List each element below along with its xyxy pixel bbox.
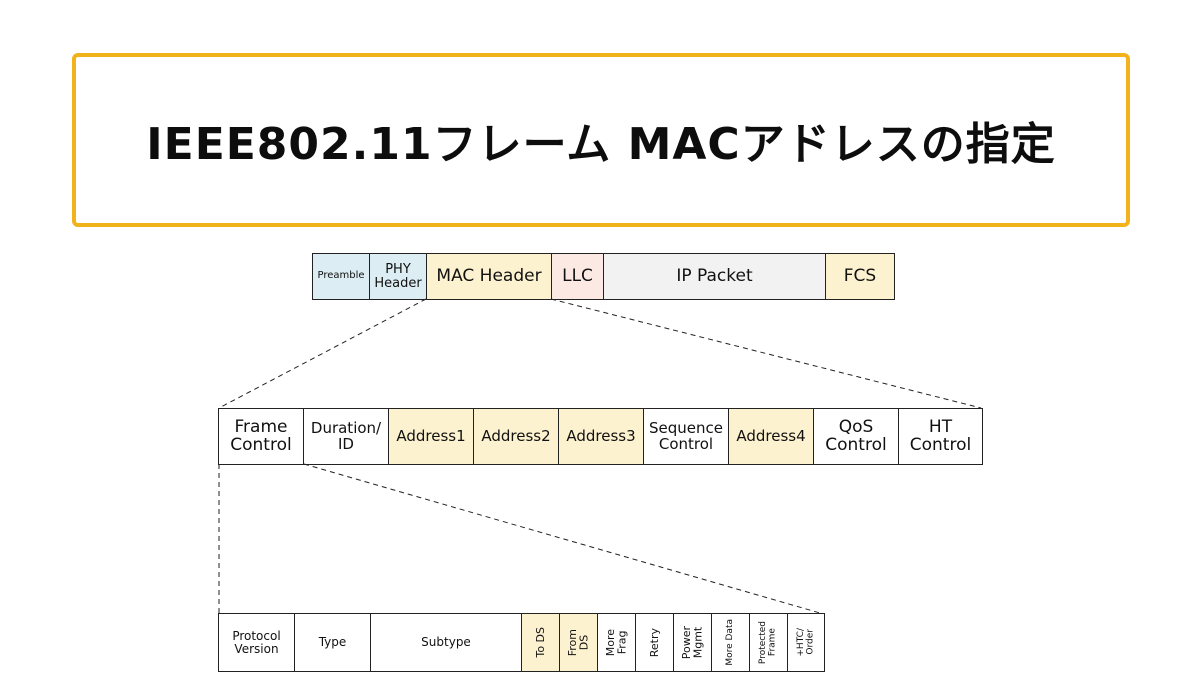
mac-header-left-line bbox=[218, 298, 427, 409]
field-ht-control: HT Control bbox=[899, 409, 983, 464]
field-more-frag: More Frag bbox=[598, 614, 636, 671]
mac-header-row: Frame Control Duration/ ID Address1 Addr… bbox=[218, 408, 983, 465]
field-address4: Address4 bbox=[729, 409, 814, 464]
page-title: IEEE802.11フレーム MACアドレスの指定 bbox=[146, 119, 1056, 170]
field-to-ds: To DS bbox=[522, 614, 560, 671]
title-box: IEEE802.11フレーム MACアドレスの指定 bbox=[72, 53, 1130, 227]
field-preamble: Preamble bbox=[313, 254, 370, 299]
field-address1: Address1 bbox=[389, 409, 474, 464]
frame-control-row: Protocol Version Type Subtype To DS From… bbox=[218, 613, 825, 672]
field-frame-control: Frame Control bbox=[219, 409, 304, 464]
field-htc-order: +HTC/ Order bbox=[788, 614, 825, 671]
field-address2: Address2 bbox=[474, 409, 559, 464]
field-phy-header: PHY Header bbox=[370, 254, 427, 299]
field-ip-packet: IP Packet bbox=[604, 254, 826, 299]
field-power-mgmt: Power Mgmt bbox=[674, 614, 712, 671]
field-protocol-version: Protocol Version bbox=[219, 614, 295, 671]
frame-row: Preamble PHY Header MAC Header LLC IP Pa… bbox=[312, 253, 895, 300]
field-qos-control: QoS Control bbox=[814, 409, 899, 464]
mac-header-right-line bbox=[550, 298, 982, 409]
field-mac-header: MAC Header bbox=[427, 254, 552, 299]
field-protected-frame: Protected Frame bbox=[750, 614, 788, 671]
field-fcs: FCS bbox=[826, 254, 895, 299]
field-from-ds: From DS bbox=[560, 614, 598, 671]
field-sequence-control: Sequence Control bbox=[644, 409, 729, 464]
field-address3: Address3 bbox=[559, 409, 644, 464]
field-retry: Retry bbox=[636, 614, 674, 671]
field-type: Type bbox=[295, 614, 371, 671]
field-more-data: More Data bbox=[712, 614, 750, 671]
field-duration-id: Duration/ ID bbox=[304, 409, 389, 464]
frame-control-right-line bbox=[303, 463, 821, 614]
field-subtype: Subtype bbox=[371, 614, 522, 671]
field-llc: LLC bbox=[552, 254, 604, 299]
